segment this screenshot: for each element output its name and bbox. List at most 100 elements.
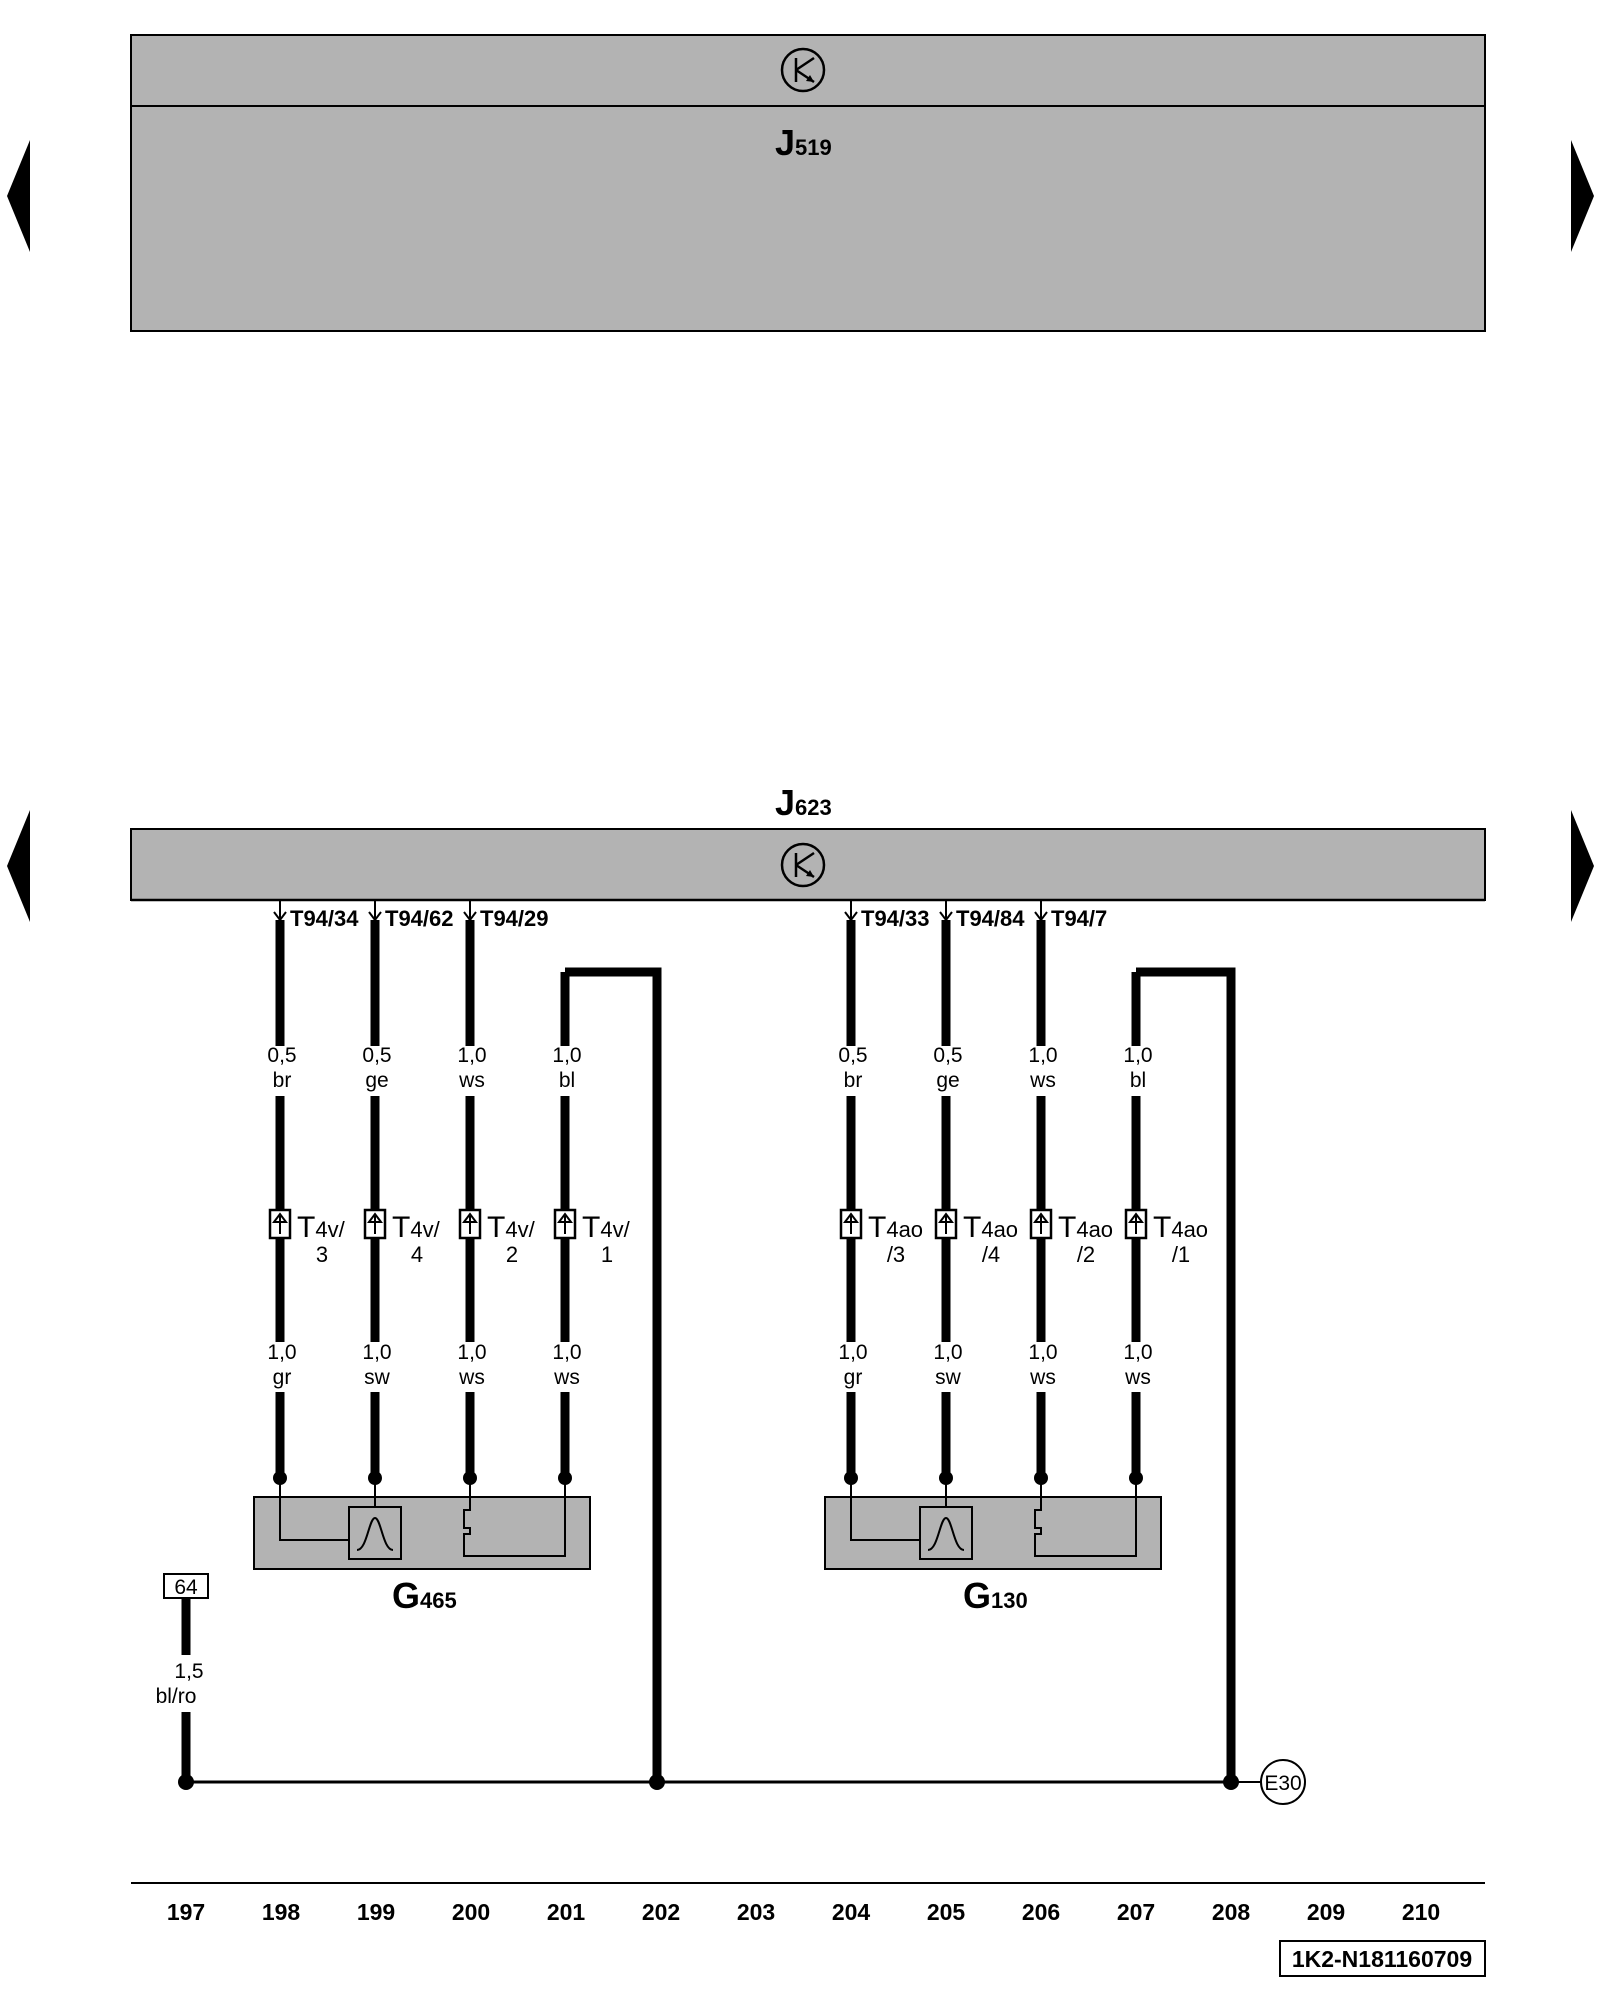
- track-number: 199: [357, 1899, 395, 1925]
- track-number: 210: [1402, 1899, 1440, 1925]
- pin-labels-left: T94/34 T94/62 T94/29: [290, 906, 549, 931]
- module-j519: J519: [130, 34, 1486, 332]
- j519-label: J519: [775, 122, 832, 163]
- connector-labels-right: T4ao /3 T4ao /4 T4ao /2 T4ao /1: [868, 1211, 1208, 1267]
- connector-label: T4ao: [868, 1211, 923, 1244]
- wire-color: bl/ro: [156, 1685, 197, 1708]
- wire-labels-upper-right: 0,5 br 0,5 ge 1,0 ws 1,0 bl: [838, 1044, 1152, 1092]
- connector-pin: /4: [982, 1242, 1000, 1267]
- j623-label: J623: [775, 782, 832, 823]
- wire-size: 0,5: [838, 1044, 867, 1067]
- doc-id-box: 1K2-N181160709: [1279, 1940, 1486, 1977]
- wire-size: 1,0: [552, 1044, 581, 1067]
- wire-color: gr: [844, 1366, 863, 1389]
- wire-labels-upper-left: 0,5 br 0,5 ge 1,0 ws 1,0 bl: [267, 1044, 581, 1092]
- track-number: 207: [1117, 1899, 1155, 1925]
- g130-label: G130: [963, 1575, 1028, 1616]
- connector-arrow-head: [557, 1212, 573, 1223]
- connector-label: T4ao: [1058, 1211, 1113, 1244]
- wire-color: ws: [1029, 1366, 1056, 1389]
- nav-prev-arrow-top[interactable]: [7, 140, 30, 252]
- pin-arrow-head: [463, 911, 477, 922]
- wire-size: 1,0: [362, 1341, 391, 1364]
- connector-arrow-head: [1128, 1212, 1144, 1223]
- nav-next-arrow-top[interactable]: [1571, 140, 1594, 252]
- wire-color: ws: [1029, 1069, 1056, 1092]
- track-number: 201: [547, 1899, 586, 1925]
- wire-size: 1,0: [457, 1341, 486, 1364]
- pin-label: T94/33: [861, 906, 930, 931]
- doc-id: 1K2-N181160709: [1292, 1946, 1472, 1972]
- wire-color: ge: [365, 1069, 388, 1092]
- wire-size: 1,5: [174, 1660, 203, 1683]
- connector-label: T4v/: [487, 1211, 536, 1244]
- track-number: 198: [262, 1899, 301, 1925]
- pin-arrow-head: [368, 911, 382, 922]
- connector-pin: 4: [411, 1242, 423, 1267]
- wire-size: 0,5: [267, 1044, 296, 1067]
- wire-size: 1,0: [1123, 1341, 1152, 1364]
- track-number: 208: [1212, 1899, 1251, 1925]
- wire-color: sw: [935, 1366, 962, 1389]
- connector-arrow-head: [462, 1212, 478, 1223]
- ground-ref-e30[interactable]: E30: [1232, 1759, 1306, 1805]
- transistor-icon: [780, 47, 826, 93]
- wire-size: 1,0: [933, 1341, 962, 1364]
- pin-arrow-head: [1034, 911, 1048, 922]
- pin-label: T94/29: [480, 906, 549, 931]
- ground-wire-labels: 1,5 bl/ro: [156, 1660, 204, 1708]
- pin-label: T94/7: [1051, 906, 1107, 931]
- wire-color: gr: [273, 1366, 292, 1389]
- wire-size: 1,0: [1028, 1044, 1057, 1067]
- nav-prev-arrow-bottom[interactable]: [7, 810, 30, 922]
- nav-next-arrow-bottom[interactable]: [1571, 810, 1594, 922]
- wire-color: ws: [458, 1366, 485, 1389]
- wire-size: 1,0: [1123, 1044, 1152, 1067]
- sensor-g465: G465: [253, 1478, 591, 1616]
- connector-pin: 3: [316, 1242, 328, 1267]
- pin-label: T94/84: [956, 906, 1025, 931]
- pin-label: T94/34: [290, 906, 359, 931]
- track-number: 209: [1307, 1899, 1345, 1925]
- connector-arrow-head: [843, 1212, 859, 1223]
- wire-color: sw: [364, 1366, 391, 1389]
- pin-arrow-head: [939, 911, 953, 922]
- wire-size: 0,5: [362, 1044, 391, 1067]
- ground-loop-wire: [1136, 967, 1236, 1782]
- wire-color: ge: [936, 1069, 959, 1092]
- fuse-ref-64: 64: [163, 1573, 209, 1599]
- connector-arrow-head: [367, 1212, 383, 1223]
- pin-arrow-head: [273, 911, 287, 922]
- ground-loop-wire: [565, 967, 662, 1782]
- wire-color: br: [844, 1069, 863, 1092]
- wire-size: 1,0: [457, 1044, 486, 1067]
- pin-arrow-head: [844, 911, 858, 922]
- module-j623: J623: [130, 782, 1486, 902]
- wire-color: ws: [1124, 1366, 1151, 1389]
- connector-pin: /1: [1172, 1242, 1190, 1267]
- wire-size: 1,0: [838, 1341, 867, 1364]
- wires: [178, 900, 1239, 1790]
- connector-arrow-head: [1033, 1212, 1049, 1223]
- wire-size: 1,0: [552, 1341, 581, 1364]
- sensor-g130: G130: [824, 1478, 1162, 1616]
- wire-color: ws: [458, 1069, 485, 1092]
- connector-pin: /3: [887, 1242, 905, 1267]
- wire-labels-lower-right: 1,0 gr 1,0 sw 1,0 ws 1,0 ws: [838, 1341, 1152, 1389]
- wire-size: 0,5: [933, 1044, 962, 1067]
- connector-arrow-head: [272, 1212, 288, 1223]
- connector-label: T4v/: [392, 1211, 441, 1244]
- connector-labels-left: T4v/ 3 T4v/ 4 T4v/ 2 T4v/ 1: [297, 1211, 631, 1267]
- track-number: 203: [737, 1899, 775, 1925]
- track-number: 197: [167, 1899, 205, 1925]
- wire-labels-lower-left: 1,0 gr 1,0 sw 1,0 ws 1,0 ws: [267, 1341, 581, 1389]
- track-number: 206: [1022, 1899, 1060, 1925]
- connector-pin: /2: [1077, 1242, 1095, 1267]
- wire-color: bl: [1130, 1069, 1146, 1092]
- track-number: 200: [452, 1899, 490, 1925]
- wire-color: br: [273, 1069, 292, 1092]
- pin-label: T94/62: [385, 906, 454, 931]
- track-number: 205: [927, 1899, 966, 1925]
